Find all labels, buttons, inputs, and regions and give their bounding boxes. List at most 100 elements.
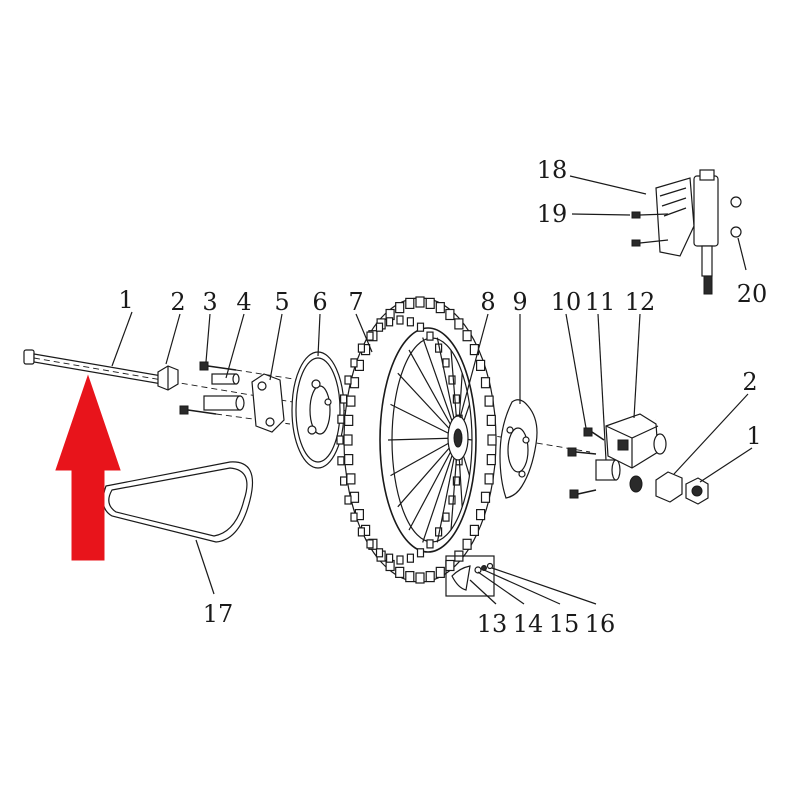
lock-plate: [251, 373, 285, 433]
callout-7: 7: [348, 288, 363, 316]
tire-knob: [416, 322, 425, 332]
tire-knob: [462, 330, 472, 342]
wheel-spoke: [397, 372, 459, 439]
callout-1-left: 1: [118, 286, 133, 314]
callout-17: 17: [203, 600, 234, 628]
tire-knob: [476, 359, 486, 371]
tire-knob: [343, 434, 353, 446]
wheel-spoke: [390, 437, 459, 477]
tire-knob: [426, 331, 434, 341]
tire-knob: [366, 539, 374, 549]
tire-knob: [476, 509, 486, 521]
tire-knob: [448, 495, 456, 505]
tire-knob: [480, 491, 491, 503]
brake-caliper: [605, 413, 667, 469]
tire-knob: [486, 414, 496, 426]
callout-3: 3: [202, 288, 217, 316]
tire-knob: [350, 512, 358, 522]
disc-bolts: [567, 427, 605, 499]
tire-knob: [406, 317, 414, 327]
tire-knob: [349, 377, 360, 389]
tire-knob: [425, 570, 435, 583]
callout-14: 14: [513, 610, 544, 638]
tire-knob: [454, 318, 464, 330]
tire-knob: [357, 343, 365, 353]
tire-knob: [395, 566, 405, 579]
tire-knob: [337, 456, 345, 466]
callout-15: 15: [549, 610, 580, 638]
callout-11: 11: [585, 288, 616, 316]
tire-knob: [425, 297, 435, 309]
tire-knob: [396, 555, 404, 565]
callout-9: 9: [512, 288, 527, 316]
tire-knob: [445, 559, 455, 572]
tire-knob: [484, 395, 494, 407]
tire-knob: [375, 548, 384, 558]
tire-knob: [336, 435, 344, 445]
callout-labels: 1 2 3 4 5 6 7 8 9 10 11 12 2 1 13 14 15 …: [118, 156, 767, 638]
tire-knob: [349, 491, 360, 503]
tire-knob: [344, 454, 354, 466]
tire-knob: [357, 527, 365, 537]
brake-disc: [499, 399, 538, 499]
callout-19: 19: [537, 200, 568, 228]
callout-6: 6: [312, 288, 327, 316]
tire-knob: [487, 434, 497, 446]
tire-knob: [350, 358, 358, 368]
tire-knob: [337, 414, 345, 424]
callout-1-right: 1: [746, 422, 761, 450]
master-cylinder: [631, 169, 742, 295]
valve-inset: [445, 555, 495, 597]
tire-knob: [386, 317, 394, 327]
tire-knob: [480, 377, 491, 389]
rear-wheel: [336, 296, 497, 584]
tire-knob: [366, 331, 374, 341]
tire-knob: [462, 538, 472, 550]
tire-knob: [346, 395, 356, 407]
tire-knob: [405, 570, 415, 583]
tire-knob: [344, 414, 354, 426]
wheel-spoke: [387, 437, 459, 441]
callout-2-left: 2: [170, 288, 185, 316]
callout-2-right: 2: [742, 368, 757, 396]
tire-knob: [346, 473, 356, 485]
tire-knob: [445, 308, 455, 321]
callout-18: 18: [537, 156, 568, 184]
leader-lines: [111, 175, 753, 605]
tire-knob: [435, 302, 445, 314]
tire-knob: [415, 572, 425, 584]
wheel-spoke: [408, 437, 459, 531]
tire-knob: [416, 548, 425, 558]
tire-knob: [405, 297, 415, 309]
tire-knob: [395, 302, 405, 314]
rear-sprocket: [291, 351, 345, 469]
tire-knob: [435, 566, 445, 579]
tire-knob: [486, 454, 496, 466]
tire-knob: [452, 476, 460, 486]
drive-chain: [102, 461, 254, 543]
tire-knob: [344, 375, 352, 385]
wheel-spoke: [390, 403, 459, 439]
tire-knob: [406, 553, 414, 563]
callout-8: 8: [480, 288, 495, 316]
tire-knob: [344, 495, 352, 505]
tire-knob: [386, 553, 394, 563]
tire-knob: [426, 539, 434, 549]
callout-13: 13: [477, 610, 508, 638]
callout-16: 16: [585, 610, 616, 638]
axle-nut-left: [157, 365, 179, 391]
callout-4: 4: [236, 288, 251, 316]
axle-nut-right: [629, 471, 709, 505]
tire-knob: [484, 473, 494, 485]
spacer-tubes: [203, 373, 245, 411]
callout-12: 12: [625, 288, 656, 316]
callout-10: 10: [551, 288, 582, 316]
tire-knob: [340, 476, 348, 486]
tire-knob: [469, 524, 479, 537]
callout-5: 5: [274, 288, 289, 316]
tire-knob: [442, 358, 450, 368]
wheel-spoke: [408, 349, 459, 439]
right-spacer: [595, 459, 621, 481]
tire-knob: [415, 296, 425, 308]
